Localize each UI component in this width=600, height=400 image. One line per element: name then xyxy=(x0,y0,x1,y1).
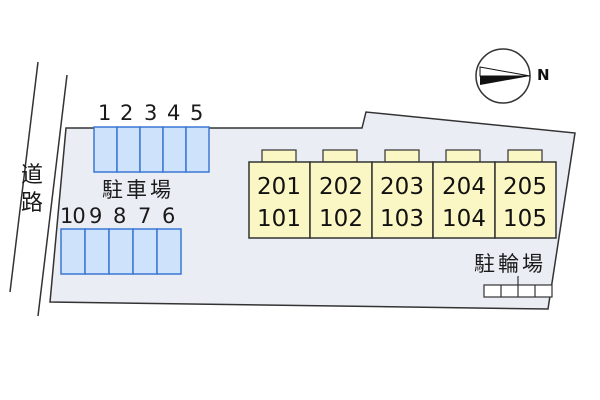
parking-number: 4 xyxy=(167,101,181,125)
parking-number: 3 xyxy=(144,101,158,125)
parking-number: 1 xyxy=(98,101,112,125)
parking-space-2 xyxy=(116,126,141,173)
unit-number: 204 xyxy=(442,174,486,200)
parking-space-7 xyxy=(132,228,158,275)
unit-block-2 xyxy=(309,161,373,239)
unit-block-4 xyxy=(432,161,496,239)
entrance-201 xyxy=(261,149,297,163)
parking-top-row xyxy=(93,126,210,173)
entrance-204 xyxy=(445,149,481,163)
road-edge-right xyxy=(37,74,68,317)
parking-number: 2 xyxy=(120,101,134,125)
parking-number: 6 xyxy=(162,204,176,228)
unit-number: 205 xyxy=(503,174,547,200)
parking-space-4 xyxy=(162,126,187,173)
unit-number: 104 xyxy=(442,206,486,232)
apartment-building xyxy=(248,149,557,239)
unit-number: 201 xyxy=(257,174,301,200)
parking-number: 7 xyxy=(138,204,152,228)
north-arrow-icon xyxy=(475,48,531,104)
parking-number: 10 xyxy=(60,204,86,228)
north-label: N xyxy=(537,66,550,84)
entrance-203 xyxy=(384,149,420,163)
parking-space-10 xyxy=(60,228,86,275)
parking-number: 8 xyxy=(113,204,127,228)
bicycle-rack xyxy=(483,276,553,298)
parking-label: 駐車場 xyxy=(102,178,174,202)
parking-space-1 xyxy=(93,126,118,173)
parking-space-5 xyxy=(185,126,210,173)
parking-number: 9 xyxy=(89,204,103,228)
parking-space-3 xyxy=(139,126,164,173)
unit-number: 203 xyxy=(380,174,424,200)
parking-number: 5 xyxy=(190,101,204,125)
unit-number: 103 xyxy=(380,206,424,232)
road-edge-left xyxy=(9,61,39,293)
parking-bottom-row xyxy=(60,228,182,275)
parking-space-6 xyxy=(156,228,182,275)
unit-block-3 xyxy=(371,161,434,239)
parking-space-8 xyxy=(108,228,134,275)
bicycle-parking-label: 駐輪場 xyxy=(474,252,546,276)
parking-space-9 xyxy=(84,228,110,275)
unit-number: 202 xyxy=(319,174,363,200)
unit-block-5 xyxy=(494,161,557,239)
unit-number: 101 xyxy=(257,206,301,232)
road-label: 道路 xyxy=(20,163,43,216)
entrance-202 xyxy=(322,149,358,163)
entrance-205 xyxy=(507,149,543,163)
unit-number: 102 xyxy=(319,206,363,232)
unit-number: 105 xyxy=(503,206,547,232)
